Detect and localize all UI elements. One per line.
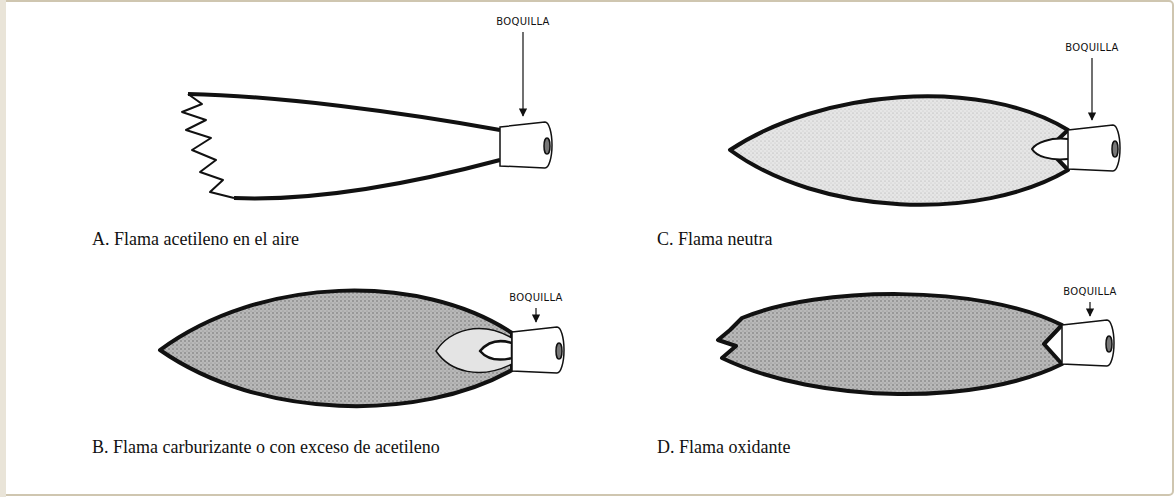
flame-b [160,291,512,407]
nozzle-label: BOQUILLA [507,292,564,303]
nozzle-d [1062,320,1114,366]
leader-arrows [523,32,1092,322]
nozzle-b [512,327,564,373]
nozzle-c [1068,125,1120,171]
flame-caption: A. Flama acetileno en el aire [92,229,299,250]
flame-d [718,294,1062,394]
flame-caption: D. Flama oxidante [657,437,790,458]
frame-shadow [0,0,6,497]
nozzle-label: BOQUILLA [1063,42,1120,53]
flame-caption: B. Flama carburizante o con exceso de ac… [92,437,440,458]
nozzle-label: BOQUILLA [1061,286,1118,297]
nozzle-label: BOQUILLA [494,16,551,27]
flame-a [182,94,500,198]
flame-caption: C. Flama neutra [657,229,772,250]
nozzle-a [500,122,552,168]
flame-c [730,96,1068,204]
